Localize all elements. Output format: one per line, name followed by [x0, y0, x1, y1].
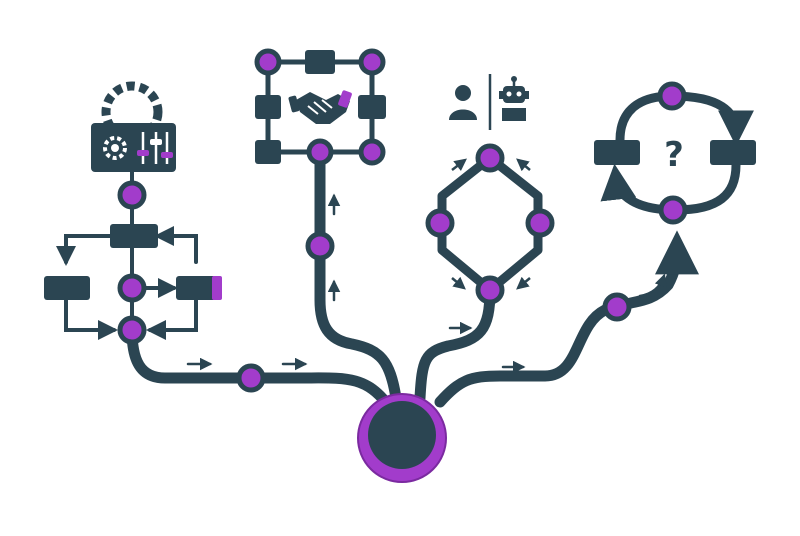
- hub-circle-icon: [357, 393, 447, 483]
- direction-arrows: [186, 193, 667, 374]
- question-node-top: [657, 81, 687, 111]
- path-to-handshake: [314, 146, 402, 404]
- path-node-left: [236, 363, 266, 393]
- connector-paths: [126, 146, 699, 411]
- path-to-flowchart: [126, 324, 394, 411]
- path-node-right: [602, 292, 632, 322]
- net-block-right: [358, 95, 386, 119]
- net-block-bottom-left: [255, 140, 281, 164]
- human-robot-cycle: [425, 74, 555, 305]
- cycle-nodes: [425, 143, 555, 305]
- flow-box-right: [176, 276, 216, 300]
- arrow-curve-up: [638, 273, 667, 298]
- flow-nodes: [117, 180, 147, 345]
- net-nodes: [254, 48, 386, 166]
- person-icon: [449, 85, 477, 120]
- question-block-left: [594, 140, 640, 165]
- flow-box-left: [44, 276, 90, 300]
- path-to-cycle: [414, 284, 496, 404]
- robot-icon: [499, 76, 529, 121]
- gear-sliders-icon: [91, 81, 176, 172]
- question-block-right: [710, 140, 756, 165]
- path-to-question: [434, 230, 699, 408]
- flow-box-top: [110, 224, 158, 248]
- net-block-left: [255, 95, 281, 119]
- flow-box-right-accent: [212, 276, 222, 300]
- handshake-icon: [288, 90, 352, 124]
- settings-flowchart: [44, 81, 222, 345]
- question-node-bottom: [658, 195, 688, 225]
- path-node-middle: [305, 231, 335, 261]
- question-mark-icon: ?: [664, 135, 684, 175]
- person-robot-icon: [449, 74, 529, 130]
- question-loop: ?: [594, 81, 756, 225]
- handshake-network: [254, 48, 386, 166]
- net-block-top: [305, 50, 335, 74]
- cycle-loop: [437, 153, 543, 295]
